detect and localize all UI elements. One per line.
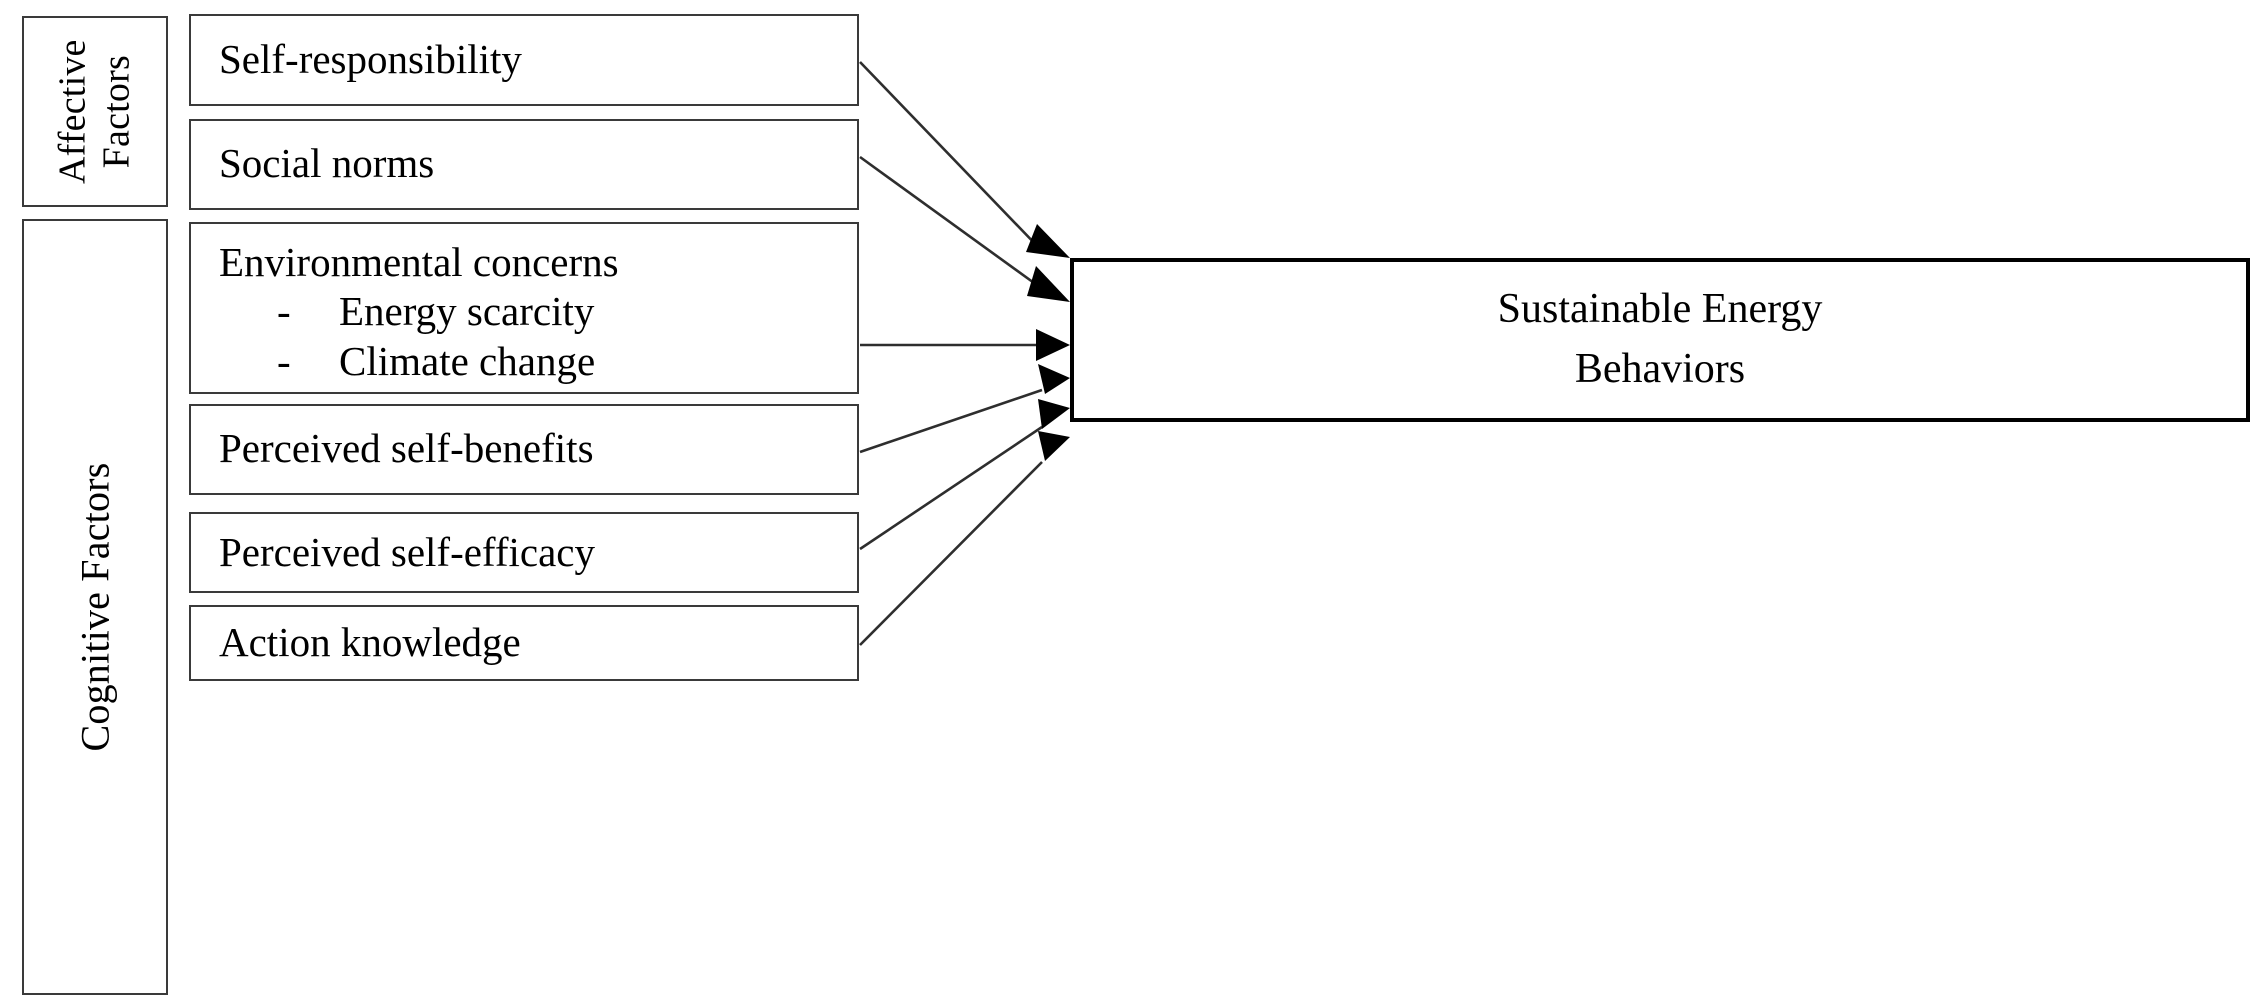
outcome-box-sustainable-energy-behaviors: Sustainable Energy Behaviors bbox=[1070, 258, 2250, 422]
category-label-cognitive-factors: Cognitive Factors bbox=[72, 462, 117, 752]
category-box-affective-factors: Affective Factors bbox=[22, 16, 168, 207]
outcome-label-line-2: Behaviors bbox=[1574, 346, 1746, 392]
arrow-perceived-self-benefits-to-outcome bbox=[859, 364, 1070, 454]
sub-factor-climate-change: - Climate change bbox=[277, 341, 595, 382]
sub-factor-label-climate-change: Climate change bbox=[339, 338, 596, 384]
arrow-social-norms-to-outcome bbox=[859, 155, 1070, 302]
bullet-dash-icon: - bbox=[277, 338, 291, 384]
category-label-affective-factors: Affective Factors bbox=[51, 39, 137, 184]
factor-label-social-norms: Social norms bbox=[219, 140, 435, 186]
factor-box-environmental-concerns: Environmental concerns - Energy scarcity… bbox=[189, 222, 859, 394]
arrow-perceived-self-efficacy-to-outcome bbox=[859, 399, 1070, 551]
sub-factor-energy-scarcity: - Energy scarcity bbox=[277, 291, 594, 332]
factor-box-action-knowledge: Action knowledge bbox=[189, 605, 859, 681]
factor-label-self-responsibility: Self-responsibility bbox=[219, 36, 522, 82]
factor-box-perceived-self-efficacy: Perceived self-efficacy bbox=[189, 512, 859, 593]
arrow-environmental-concerns-to-outcome bbox=[860, 329, 1070, 361]
arrow-action-knowledge-to-outcome bbox=[859, 431, 1070, 646]
sub-factor-label-energy-scarcity: Energy scarcity bbox=[339, 288, 595, 334]
category-box-cognitive-factors: Cognitive Factors bbox=[22, 219, 168, 995]
factor-box-social-norms: Social norms bbox=[189, 119, 859, 210]
factor-label-environmental-concerns: Environmental concerns bbox=[219, 239, 619, 285]
factor-box-perceived-self-benefits: Perceived self-benefits bbox=[189, 404, 859, 495]
factor-label-perceived-self-benefits: Perceived self-benefits bbox=[219, 425, 594, 471]
factor-label-perceived-self-efficacy: Perceived self-efficacy bbox=[219, 529, 595, 575]
outcome-label-line-1: Sustainable Energy bbox=[1497, 286, 1823, 333]
factor-box-self-responsibility: Self-responsibility bbox=[189, 14, 859, 106]
bullet-dash-icon: - bbox=[277, 288, 291, 334]
factor-label-action-knowledge: Action knowledge bbox=[219, 619, 521, 665]
arrow-self-responsibility-to-outcome bbox=[859, 61, 1070, 258]
